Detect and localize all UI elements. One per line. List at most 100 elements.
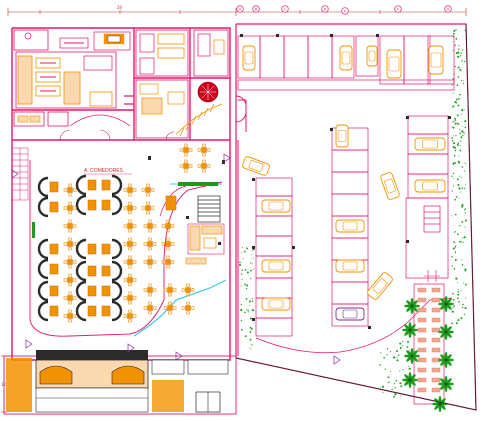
- table-set: [161, 219, 175, 233]
- table-set: [123, 273, 137, 287]
- table-set: [161, 255, 175, 269]
- table-set: [141, 201, 155, 215]
- corridor-doors: [59, 129, 175, 141]
- table-set: [63, 255, 77, 269]
- palm-tree: [402, 372, 418, 388]
- grid-markers: [236, 5, 452, 15]
- table-set: [161, 237, 175, 251]
- table-set: [123, 291, 137, 305]
- car: [261, 199, 291, 213]
- table-set: [123, 309, 137, 323]
- columns: [148, 156, 225, 245]
- direction-markers: [11, 153, 341, 365]
- table-set: [63, 273, 77, 287]
- left-parking-column: [255, 177, 293, 337]
- left-building-walls: [11, 27, 231, 361]
- booth-sofas: [37, 174, 123, 322]
- palm-tree: [404, 348, 420, 364]
- table-set: [163, 301, 177, 315]
- service-stairs: [175, 103, 223, 137]
- table-set: [143, 237, 157, 251]
- table-set: [123, 255, 137, 269]
- table-set: [123, 183, 137, 197]
- booth-tables: [49, 179, 111, 317]
- palm-tree: [438, 352, 454, 368]
- service-rooms: [124, 29, 229, 139]
- grid-marker-f: F: [397, 7, 399, 11]
- car: [335, 307, 365, 321]
- palm-tree: [438, 324, 454, 340]
- parking-columns: [240, 34, 451, 329]
- main-stairs: [197, 195, 221, 223]
- car: [339, 45, 353, 71]
- table-set: [143, 255, 157, 269]
- facade-elevation: [3, 350, 237, 415]
- palm-tree: [438, 296, 454, 312]
- table-set: [179, 143, 193, 157]
- parking-left-wall: [235, 95, 247, 356]
- palm-trees: [402, 296, 454, 412]
- dining-planters: [32, 182, 218, 238]
- table-set: [143, 283, 157, 297]
- left-stairs: [11, 147, 29, 201]
- dining-table-grid: [63, 143, 211, 323]
- table-set: [123, 237, 137, 251]
- table-set: [63, 309, 77, 323]
- grid-marker-d: D: [324, 7, 327, 11]
- palm-tree: [404, 298, 420, 314]
- top-dimension-text: 28: [117, 5, 122, 10]
- table-set: [123, 201, 137, 215]
- round-feature: [197, 81, 219, 103]
- palm-tree: [402, 322, 418, 338]
- car: [414, 137, 446, 151]
- car: [414, 179, 446, 193]
- table-set: [143, 219, 157, 233]
- table-set: [143, 301, 157, 315]
- top-parking-bays: [237, 35, 455, 91]
- grid-marker-c: C: [284, 7, 287, 11]
- grid-marker-b: B: [255, 7, 258, 11]
- grid-marker-a: A: [239, 7, 242, 11]
- car: [335, 219, 365, 233]
- grid-marker-g: G: [447, 7, 450, 11]
- car: [242, 156, 270, 176]
- table-set: [63, 201, 77, 215]
- car: [428, 45, 444, 75]
- car: [335, 259, 365, 273]
- table-set: [179, 159, 193, 173]
- table-set: [123, 219, 137, 233]
- table-set: [163, 283, 177, 297]
- car: [380, 172, 400, 200]
- site-boundary: [235, 23, 477, 411]
- car: [261, 297, 291, 311]
- dining-hall-label: A. COMEDORES: [84, 168, 124, 174]
- lounge-sofas: [165, 195, 225, 265]
- table-set: [63, 183, 77, 197]
- palm-tree: [438, 376, 454, 392]
- car: [261, 259, 291, 273]
- car: [335, 124, 349, 148]
- center-parking-column: [331, 127, 369, 327]
- right-parking-column: [405, 115, 449, 279]
- top-dimension-line: [7, 8, 467, 16]
- kitchen-area: [13, 29, 131, 127]
- table-set: [63, 291, 77, 305]
- table-set: [197, 159, 211, 173]
- brick-walkway: [413, 270, 445, 405]
- parking-entrance-curve: [255, 297, 453, 354]
- car: [386, 49, 402, 79]
- table-set: [197, 143, 211, 157]
- car: [242, 45, 256, 71]
- grid-marker-e: E: [344, 9, 346, 13]
- car: [367, 272, 393, 300]
- table-set: [181, 301, 195, 315]
- table-set: [63, 219, 77, 233]
- car: [366, 45, 378, 67]
- table-set: [181, 283, 195, 297]
- landscape-greenery: [238, 29, 467, 398]
- table-set: [63, 237, 77, 251]
- parked-cars: [242, 45, 446, 321]
- table-set: [141, 183, 155, 197]
- palm-tree: [432, 396, 448, 412]
